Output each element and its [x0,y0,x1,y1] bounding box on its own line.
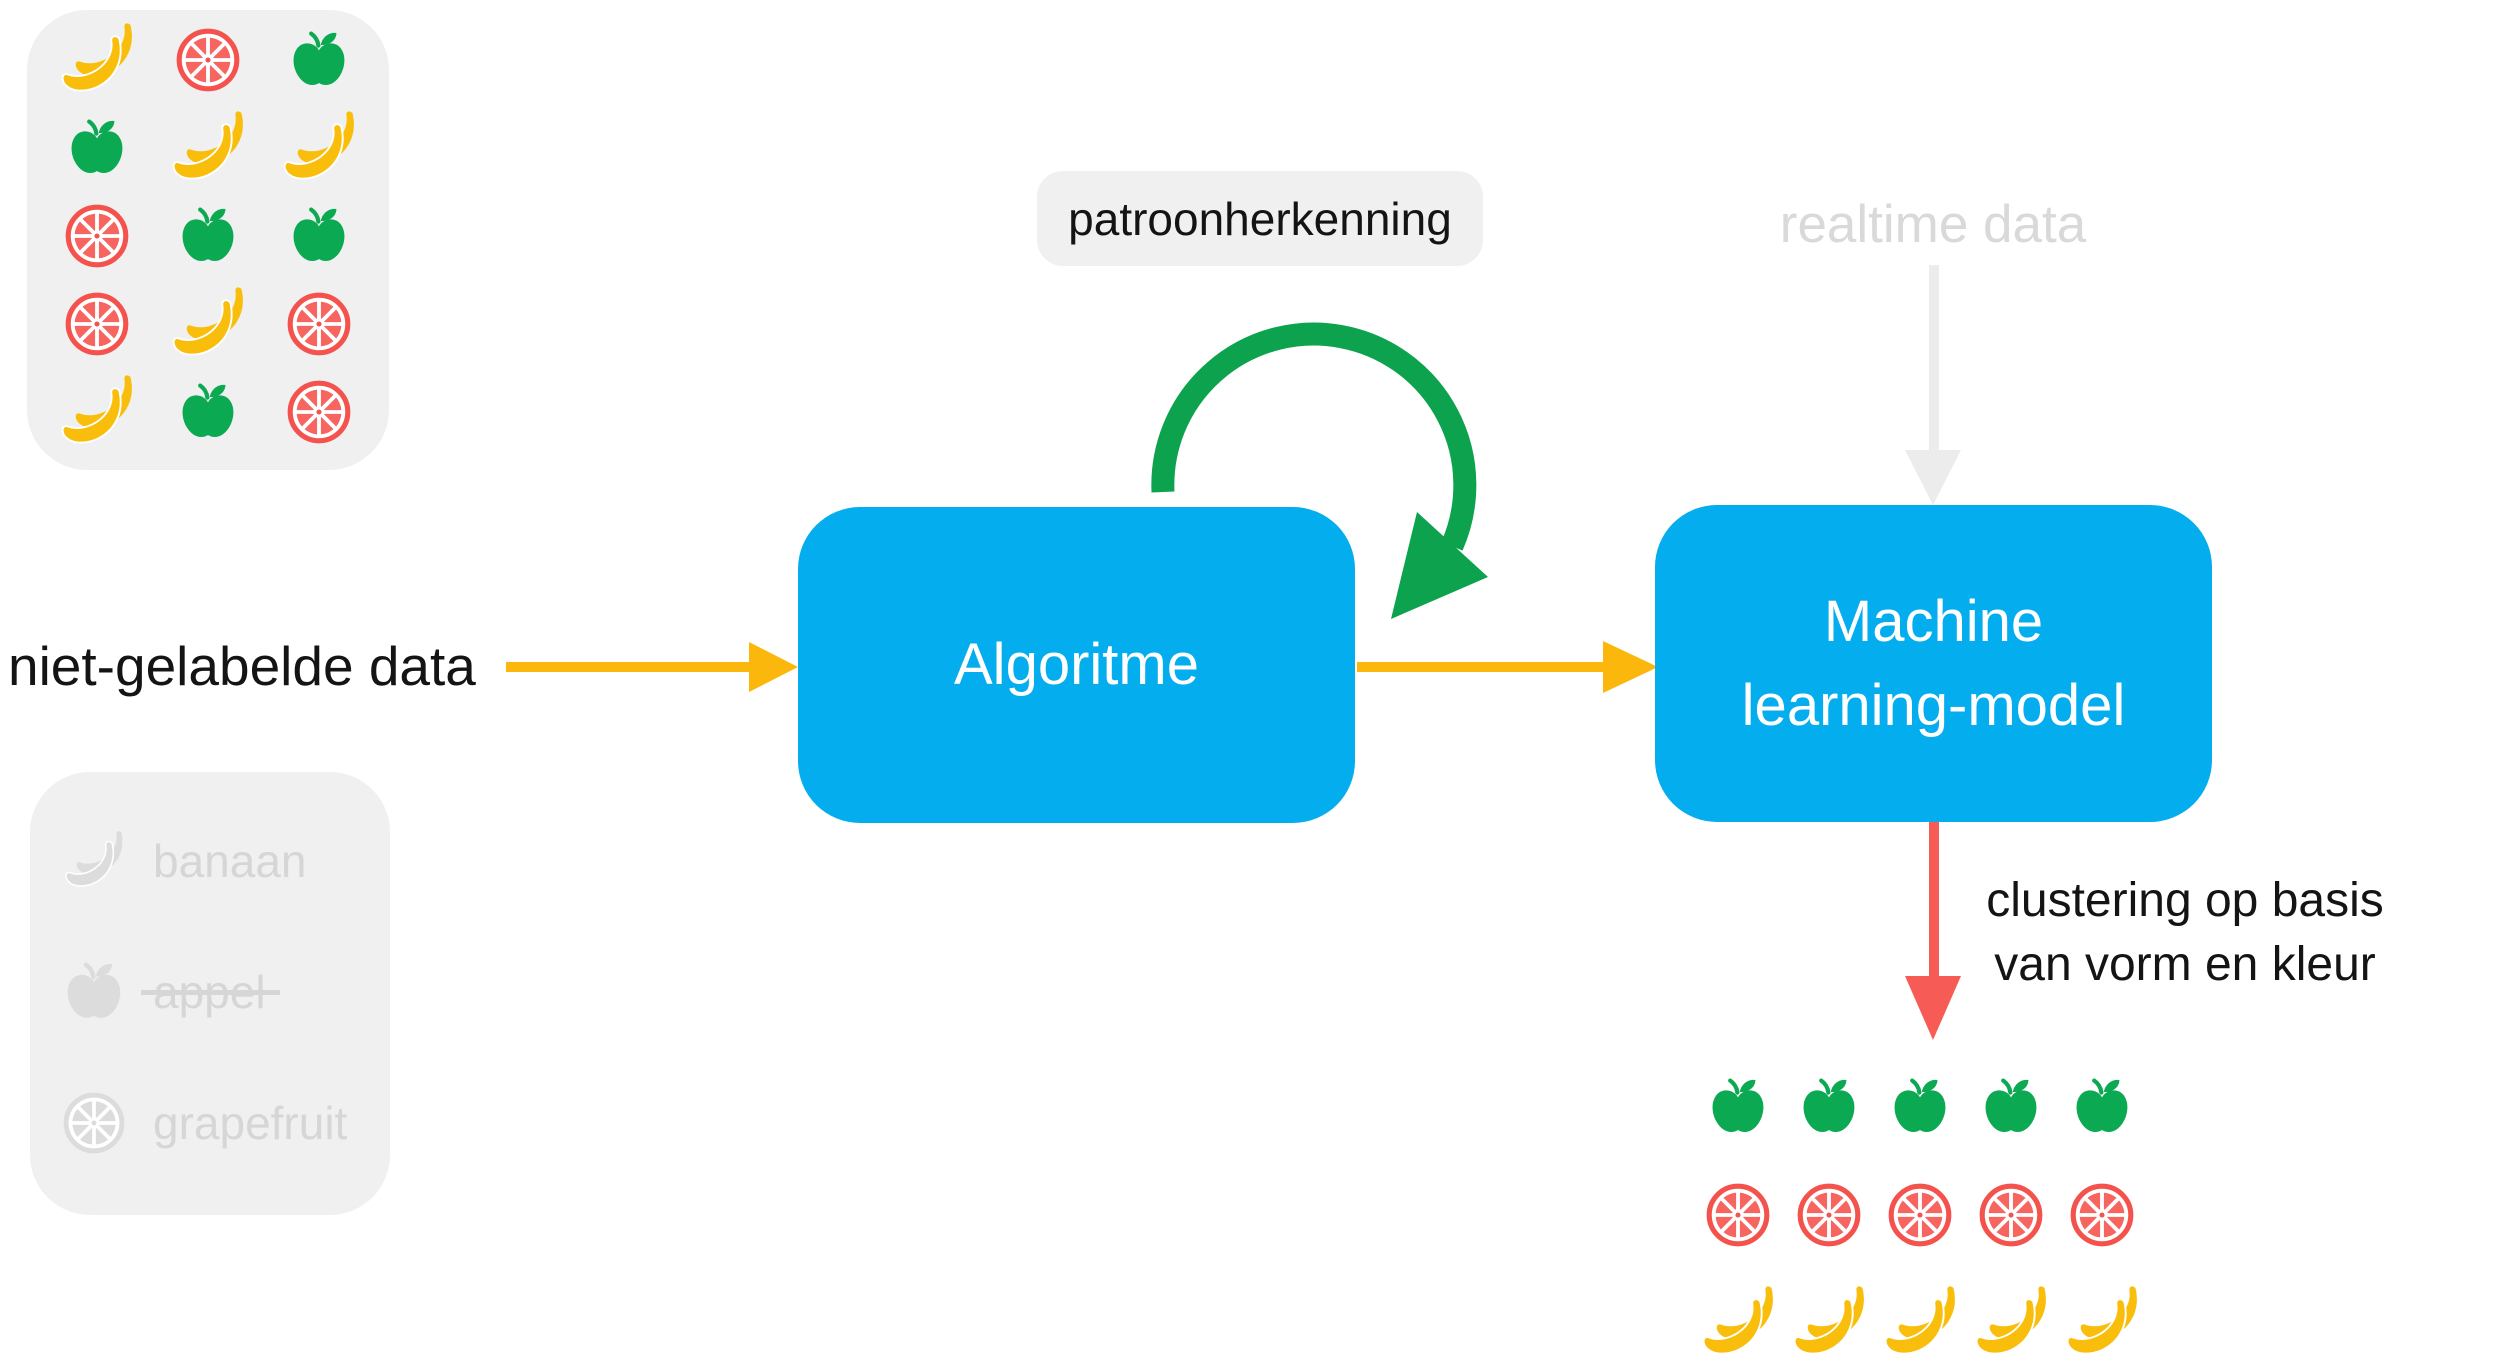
grapefruit-icon [1979,1183,2043,1247]
grapefruit-icon [2070,1183,2134,1247]
legend-item-label: appel [141,966,280,1018]
banana-icon [281,110,357,186]
grapefruit-icon [1797,1183,1861,1247]
unlabeled-grid [41,16,374,456]
grapefruit-icon [176,28,240,92]
legend-item-banana: banaan [63,830,347,892]
clustering-output-arrow [1905,822,1961,1040]
realtime-data-arrow [1905,265,1961,505]
clustering-caption-line2: van vorm en kleur [1994,938,2376,991]
banana-icon [170,110,246,186]
apple-icon [1981,1077,2041,1137]
banana-icon [1791,1285,1867,1357]
algorithm-node-label: Algoritme [954,632,1199,697]
grapefruit-icon [287,292,351,356]
clustering-caption: clustering op basis van vorm en kleur [1975,869,2395,997]
grapefruit-icon [65,292,129,356]
apple-icon [67,118,127,178]
banana-icon [2064,1285,2140,1357]
realtime-data-label: realtime data [1779,195,2087,254]
model-node-label-line1: Machine [1823,588,2044,654]
legend-item-label: banaan [153,835,307,887]
apple-icon [178,382,238,442]
legend-item-apple: appel [63,961,347,1023]
pattern-recognition-badge: patroonherkenning [1037,171,1483,266]
apple-icon [63,961,125,1023]
apple-icon [1799,1077,1859,1137]
apple-icon [178,206,238,266]
unlabeled-data-label: niet-gelabelde data [8,635,476,697]
grapefruit-icon [63,1092,125,1154]
model-node: Machine learning-model [1655,505,2212,822]
input-arrow [506,642,798,692]
apple-icon [2072,1077,2132,1137]
legend-item-grapefruit: grapefruit [63,1092,347,1154]
banana-icon [1973,1285,2049,1357]
banana-icon [1700,1285,1776,1357]
banana-icon [59,374,135,450]
banana-icon [170,286,246,362]
apple-icon [289,206,349,266]
model-node-label-line2: learning-model [1741,672,2126,738]
banana-icon [59,22,135,98]
grapefruit-icon [65,204,129,268]
legend-item-label: grapefruit [153,1097,348,1149]
grapefruit-icon [1888,1183,1952,1247]
banana-icon [1882,1285,1958,1357]
algorithm-node: Algoritme [798,507,1355,823]
banana-icon [63,830,125,892]
legend-rows: banaan appel grapefruit [63,830,347,1154]
grapefruit-icon [287,380,351,444]
clustering-caption-line1: clustering op basis [1986,874,2384,927]
apple-icon [289,30,349,90]
algorithm-to-model-arrow [1357,641,1658,693]
apple-icon [1708,1077,1768,1137]
cluster-grid [1692,1053,2147,1357]
grapefruit-icon [1706,1183,1770,1247]
apple-icon [1890,1077,1950,1137]
